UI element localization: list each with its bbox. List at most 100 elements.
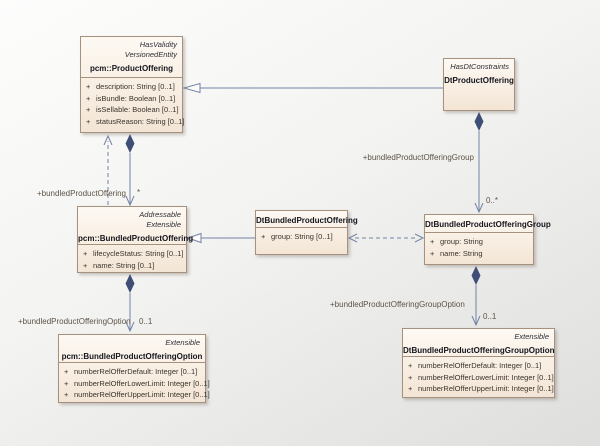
attribute-row: + isBundle: Boolean [0..1] [81,93,182,105]
role-label-bundled-product-offering-option: +bundledProductOfferingOption [18,317,131,326]
open-arrow-icon [103,134,113,146]
attribute-text: numberRelOfferLowerLimit: Integer [0..1] [418,372,554,382]
class-bundled-product-offering-option[interactable]: Extensible pcm::BundledProductOfferingOp… [58,334,210,403]
class-header: Extensible pcm::BundledProductOfferingOp… [59,335,205,363]
attribute-row: + lifecycleStatus: String [0..1] [78,248,186,260]
attribute-text: name: String [0..1] [93,260,155,270]
attribute-row: + name: String [425,248,533,260]
class-dt-bundled-product-offering-group-option[interactable]: Extensible DtBundledProductOfferingGroup… [402,328,555,398]
role-label-bundled-product-offering-group-option: +bundledProductOfferingGroupOption [330,300,465,309]
role-label-bundled-product-offering: +bundledProductOffering [36,189,126,198]
visibility-sign: + [430,248,435,258]
visibility-sign: + [408,361,413,370]
visibility-sign: + [64,367,69,376]
class-header: HasDtConstraints DtProductOffering [444,59,514,86]
class-header: HasValidity VersionedEntity pcm::Product… [81,37,182,78]
visibility-sign: + [64,390,69,399]
visibility-sign: + [86,105,91,114]
class-header: DtBundledProductOffering [256,211,358,228]
multiplicity-label: 0..1 [139,317,153,326]
composition-productoffering-bundledproductoffering[interactable] [125,134,135,207]
multiplicity-label: 0..* [486,196,499,205]
class-name: pcm::ProductOffering [89,64,174,73]
class-name: DtBundledProductOfferingGroupOption [403,346,555,355]
class-header: Addressable Extensible pcm::BundledProdu… [78,207,194,245]
class-name: DtBundledProductOffering [256,216,358,225]
multiplicity-label: * [137,188,141,197]
dependency-bundledproductoffering-productoffering[interactable] [103,134,113,205]
attribute-text: group: String [0..1] [271,232,333,241]
stereotype-label: HasValidity [139,40,177,49]
class-bundled-product-offering[interactable]: Addressable Extensible pcm::BundledProdu… [77,206,194,273]
open-arrow-icon [125,195,135,207]
attribute-row: +numberRelOfferUpperLimit: Integer [0..1… [403,383,554,395]
multiplicity-label: 0..1 [483,312,497,321]
class-product-offering[interactable]: HasValidity VersionedEntity pcm::Product… [80,36,185,133]
attribute-text: numberRelOfferLowerLimit: Integer [0..1] [74,378,210,388]
attribute-compartment: + numberRelOfferDefault: Integer [0..1] +… [403,357,554,395]
stereotype-label: Extensible [514,332,549,341]
open-arrow-icon [125,321,135,333]
composition-diamond-icon [471,266,481,285]
visibility-sign: + [408,372,413,382]
composition-dtproductoffering-dtbundledproductofferinggroup[interactable] [474,112,484,214]
composition-bundledproductoffering-option[interactable] [125,274,135,333]
visibility-sign: + [430,237,435,246]
attribute-row: +numberRelOfferLowerLimit: Integer [0..1… [59,378,210,390]
attribute-text: numberRelOfferUpperLimit: Integer [0..1] [74,390,210,399]
class-dt-bundled-product-offering[interactable]: DtBundledProductOffering + group: String … [255,210,358,255]
attribute-row: + isSellable: Boolean [0..1] [81,104,182,116]
class-name: pcm::BundledProductOfferingOption [61,352,203,361]
visibility-sign: + [83,260,88,270]
class-dt-bundled-product-offering-group[interactable]: DtBundledProductOfferingGroup + group: St… [424,214,551,265]
stereotype-label: Extensible [165,338,200,347]
stereotype-label: Extensible [146,220,181,229]
attribute-text: name: String [440,248,483,258]
visibility-sign: + [86,116,91,126]
attribute-row: + group: String [0..1] [256,231,347,243]
attribute-text: statusReason: String [0..1] [96,116,185,126]
composition-diamond-icon [474,112,484,131]
attribute-compartment: +description: String [0..1] + isBundle: B… [81,78,185,128]
attribute-text: numberRelOfferDefault: Integer [0..1] [74,367,198,376]
generalization-dtproductoffering-productoffering[interactable] [182,82,443,94]
visibility-sign: + [86,93,91,103]
attribute-text: isBundle: Boolean [0..1] [96,93,176,103]
dependency-dtbundledproductoffering-dtbundledproductofferinggroup[interactable] [347,233,425,243]
attribute-text: group: String [440,237,483,246]
attribute-text: lifecycleStatus: String [0..1] [93,249,184,258]
class-header: Extensible DtBundledProductOfferingGroup… [403,329,555,357]
attribute-text: numberRelOfferDefault: Integer [0..1] [418,361,542,370]
attribute-compartment: + group: String [0..1] [256,228,347,243]
attribute-row: + numberRelOfferLowerLimit: Integer [0..1… [403,372,554,384]
attribute-compartment: + numberRelOfferDefault: Integer [0..1] +… [59,363,210,401]
class-name: pcm::BundledProductOffering [78,234,194,243]
class-name: DtProductOffering [444,76,514,85]
attribute-row: + name: String [0..1] [78,260,186,272]
stereotype-label: VersionedEntity [124,50,177,59]
open-arrow-icon [474,202,484,214]
attribute-compartment: + group: String + name: String [425,233,533,259]
attribute-row: + statusReason: String [0..1] [81,116,185,128]
class-header: DtBundledProductOfferingGroup [425,215,551,233]
attribute-compartment: + lifecycleStatus: String [0..1] + name: S… [78,245,186,271]
attribute-row: +description: String [0..1] [81,81,182,93]
class-dt-product-offering[interactable]: HasDtConstraints DtProductOffering [443,58,515,111]
attribute-text: isSellable: Boolean [0..1] [96,105,179,114]
attribute-row: + numberRelOfferDefault: Integer [0..1] [59,366,205,378]
composition-dtbundledproductofferinggroup-groupoption[interactable] [471,266,481,327]
open-arrow-icon [414,233,425,243]
class-name: DtBundledProductOfferingGroup [425,220,551,229]
visibility-sign: + [83,249,88,258]
visibility-sign: + [261,232,266,241]
composition-diamond-icon [125,274,135,293]
generalization-triangle-icon [186,232,202,244]
role-label-bundled-product-offering-group: +bundledProductOfferingGroup [362,153,474,162]
open-arrow-icon [471,315,481,327]
composition-diamond-icon [125,134,135,153]
generalization-dtbundledproductoffering-bundledproductoffering[interactable] [186,232,255,244]
generalization-triangle-icon [182,82,201,94]
attribute-row: + numberRelOfferUpperLimit: Integer [0..1… [59,389,210,401]
open-arrow-icon [347,233,358,243]
